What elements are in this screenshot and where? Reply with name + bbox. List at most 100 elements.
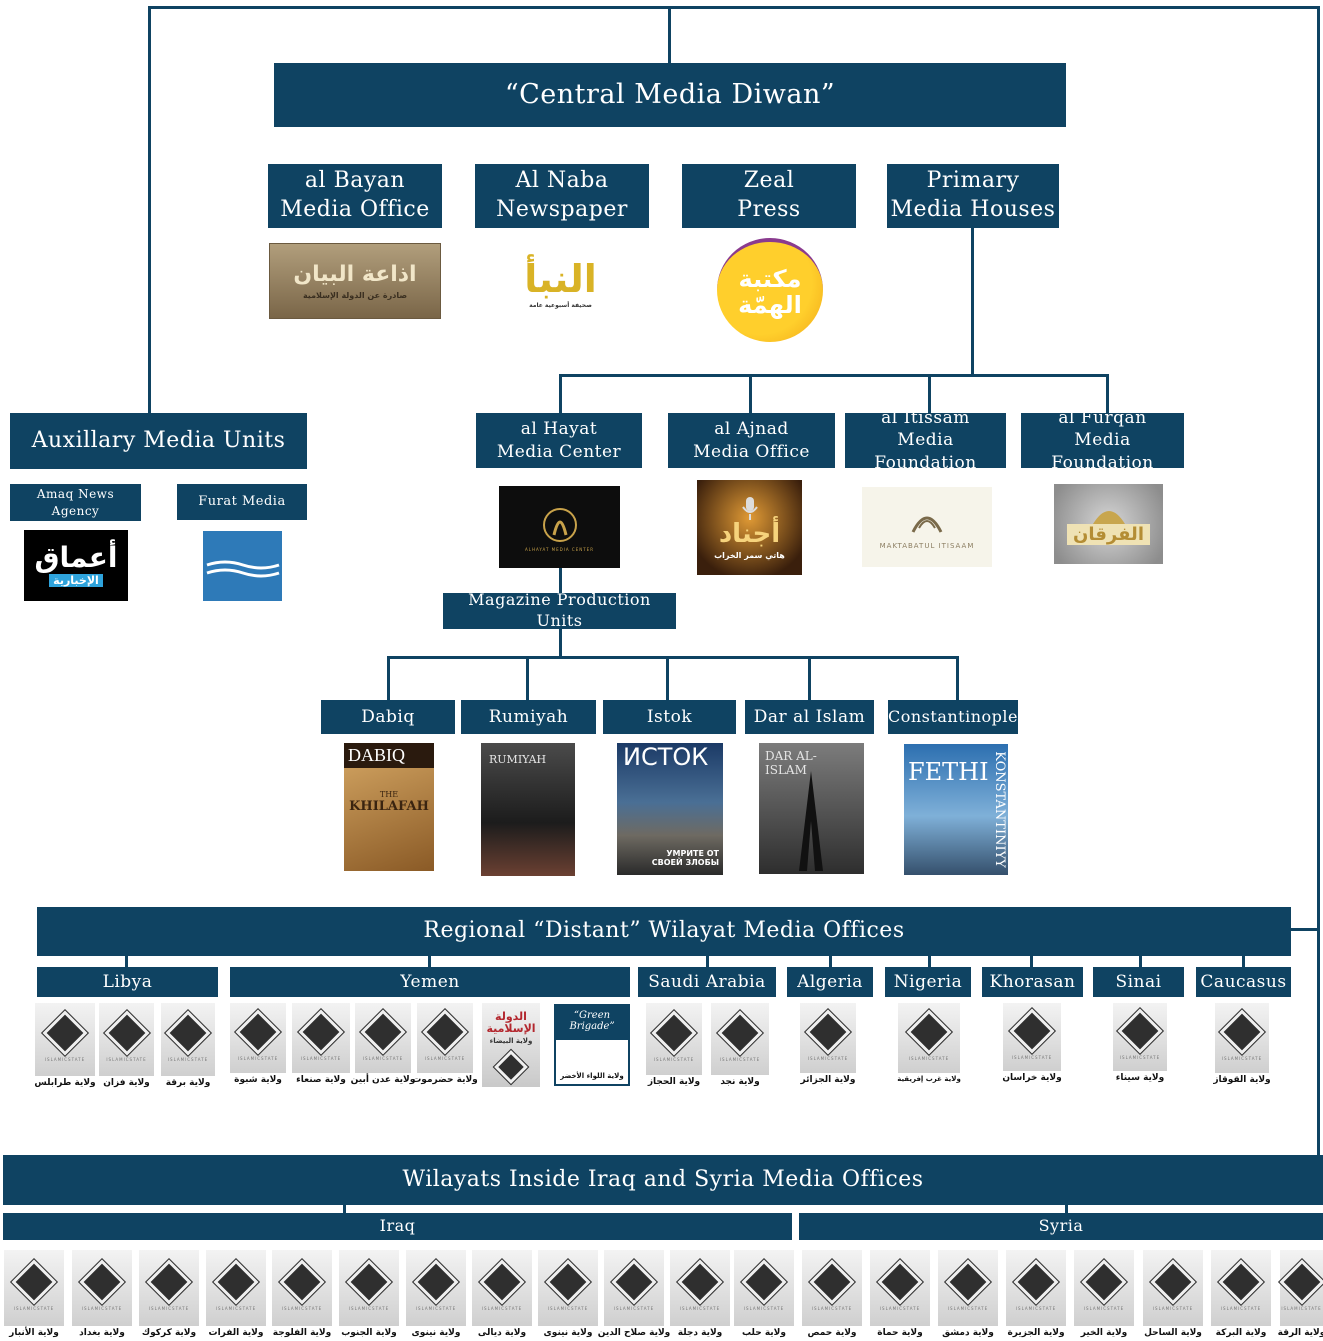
region-label: Yemen — [400, 971, 460, 992]
connector-line — [148, 6, 151, 416]
emblem-caption: ISLAMICSTATE — [613, 1305, 655, 1311]
connector-line — [526, 656, 529, 700]
province-emblem-box: ISLAMICSTATE — [1074, 1250, 1134, 1326]
islamic-state-emblem-icon — [609, 1257, 659, 1306]
province-label: ولاية ديالى — [477, 1328, 527, 1338]
magazine-label: Rumiyah — [488, 706, 569, 727]
province-label: ولاية الجزائر — [800, 1075, 856, 1085]
islamic-state-emblem-icon — [163, 1008, 213, 1058]
islamic-state-emblem-icon — [807, 1257, 857, 1306]
emblem-caption: ISLAMICSTATE — [743, 1305, 785, 1311]
al-bayan-logo-subtext: صادرة عن الدولة الإسلامية — [302, 291, 408, 300]
region-label: Khorasan — [989, 971, 1076, 992]
office-line: al Bayan — [304, 168, 406, 194]
al-naba-box: Al Naba Newspaper — [475, 164, 649, 228]
region-iraq: Iraq — [3, 1213, 792, 1240]
istok-cover-subtitle: УМРИТЕ ОТ СВОЕЙ ЗЛОБЫ — [651, 849, 719, 867]
province-tile: ISLAMICSTATE ولاية الجزائر — [800, 1003, 856, 1085]
furat-logo — [203, 531, 282, 601]
emblem-caption: ISLAMICSTATE — [167, 1057, 209, 1062]
islamic-state-emblem-icon — [875, 1257, 925, 1306]
unit-line: Agency — [51, 503, 100, 518]
region-label: Caucasus — [1200, 971, 1287, 992]
office-line: Zeal — [743, 168, 795, 194]
office-line: Press — [737, 197, 801, 222]
green-brigade-box: “Green Brigade” ولاية اللواء الأخضر — [554, 1004, 630, 1086]
islamic-state-emblem-icon — [1277, 1257, 1323, 1306]
al-ajnad-logo-subtext: هاتي سمر الخراب — [714, 551, 785, 560]
province-label: ولاية سيناء — [1115, 1073, 1165, 1083]
province-label: ولاية خراسان — [1002, 1073, 1062, 1083]
province-emblem-box: ISLAMICSTATE — [802, 1250, 862, 1326]
islamic-state-emblem-icon — [102, 1008, 151, 1058]
connector-line — [1106, 374, 1109, 414]
central-media-diwan-title: “Central Media Diwan” — [504, 79, 836, 111]
connector-line — [125, 954, 128, 968]
zeal-press-logo-text: الهمّة — [738, 291, 802, 319]
emblem-caption: ISLAMICSTATE — [300, 1055, 342, 1061]
province-emblem-box: ISLAMICSTATE — [538, 1250, 598, 1326]
connector-line — [1317, 6, 1320, 1156]
province-emblem-box: ISLAMICSTATE — [272, 1250, 332, 1326]
emblem-caption: ISLAMICSTATE — [879, 1305, 921, 1311]
emblem-caption: ISLAMICSTATE — [679, 1305, 721, 1311]
emblem-caption: ISLAMICSTATE — [1119, 1054, 1161, 1060]
province-label: ولاية عدن أبين — [350, 1075, 416, 1085]
province-emblem-box: ISLAMICSTATE — [1113, 1003, 1167, 1071]
calligraphy-emblem-icon — [911, 516, 943, 533]
islamic-state-emblem-icon — [296, 1007, 346, 1056]
emblem-caption: ISLAMICSTATE — [1152, 1305, 1194, 1311]
tower-icon — [799, 771, 823, 871]
province-label: ولاية حماة — [877, 1328, 923, 1338]
al-naba-logo-subtext: صحيفة أسبوعية عامة — [529, 301, 592, 309]
province-label: ولاية حضرموت — [412, 1075, 478, 1085]
emblem-caption: ISLAMICSTATE — [106, 1057, 147, 1062]
emblem-caption: ISLAMICSTATE — [1220, 1305, 1262, 1311]
province-tile: ISLAMICSTATE ولاية غرب إفريقية — [897, 1003, 961, 1083]
region-nigeria: Nigeria — [885, 967, 971, 997]
al-ajnad-box: al Ajnad Media Office — [668, 413, 835, 468]
islamic-state-emblem-icon — [358, 1007, 408, 1056]
region-saudi-arabia: Saudi Arabia — [638, 967, 776, 997]
magazine-label: Dar al Islam — [753, 706, 866, 727]
al-naba-logo: النبأ صحيفة أسبوعية عامة — [521, 243, 600, 325]
province-emblem-box: ISLAMICSTATE — [1277, 1250, 1323, 1326]
regional-wilayat-title: Regional “Distant” Wilayat Media Offices — [423, 918, 905, 944]
islamic-state-emblem-icon — [904, 1007, 954, 1056]
province-emblem-box: ISLAMICSTATE — [4, 1250, 64, 1326]
region-caucasus: Caucasus — [1196, 967, 1291, 997]
islamic-state-emblem-icon — [411, 1257, 461, 1306]
emblem-caption: ISLAMICSTATE — [908, 1055, 950, 1061]
connector-line — [956, 656, 959, 700]
connector-line — [829, 954, 832, 968]
islamic-state-emblem-icon — [943, 1257, 993, 1306]
islamic-state-emblem-icon — [40, 1008, 90, 1058]
al-hayat-logo: ALHAYAT MEDIA CENTER — [499, 486, 620, 568]
province-emblem-box: ISLAMICSTATE — [898, 1003, 960, 1073]
emblem-caption: ISLAMICSTATE — [807, 1055, 849, 1061]
amaq-logo-text: أعماق — [34, 541, 118, 574]
province-tile: ISLAMICSTATE ولاية سيناء — [1113, 1003, 1167, 1083]
house-line: Media Center — [496, 441, 622, 462]
province-label: ولاية الجنوب — [341, 1328, 397, 1338]
al-furqan-box: al Furqan Media Foundation — [1021, 408, 1184, 473]
province-emblem-box: ISLAMICSTATE — [417, 1003, 473, 1073]
connector-line — [387, 656, 390, 700]
dabiq-cover: DABIQ THE KHILAFAH — [344, 743, 434, 871]
emblem-caption: ISLAMICSTATE — [13, 1305, 55, 1311]
wave-icon — [206, 560, 280, 578]
province-emblem-box: ISLAMICSTATE — [206, 1250, 266, 1326]
house-line: al Hayat — [520, 419, 598, 440]
islamic-state-emblem-icon — [1216, 1257, 1266, 1306]
primary-media-houses-box: Primary Media Houses — [887, 164, 1059, 228]
province-emblem-box: ISLAMICSTATE — [938, 1250, 998, 1326]
region-label: Libya — [102, 971, 153, 992]
connector-line — [749, 374, 752, 414]
emblem-caption: ISLAMICSTATE — [44, 1057, 86, 1062]
province-label: ولاية طرابلس — [34, 1078, 96, 1088]
